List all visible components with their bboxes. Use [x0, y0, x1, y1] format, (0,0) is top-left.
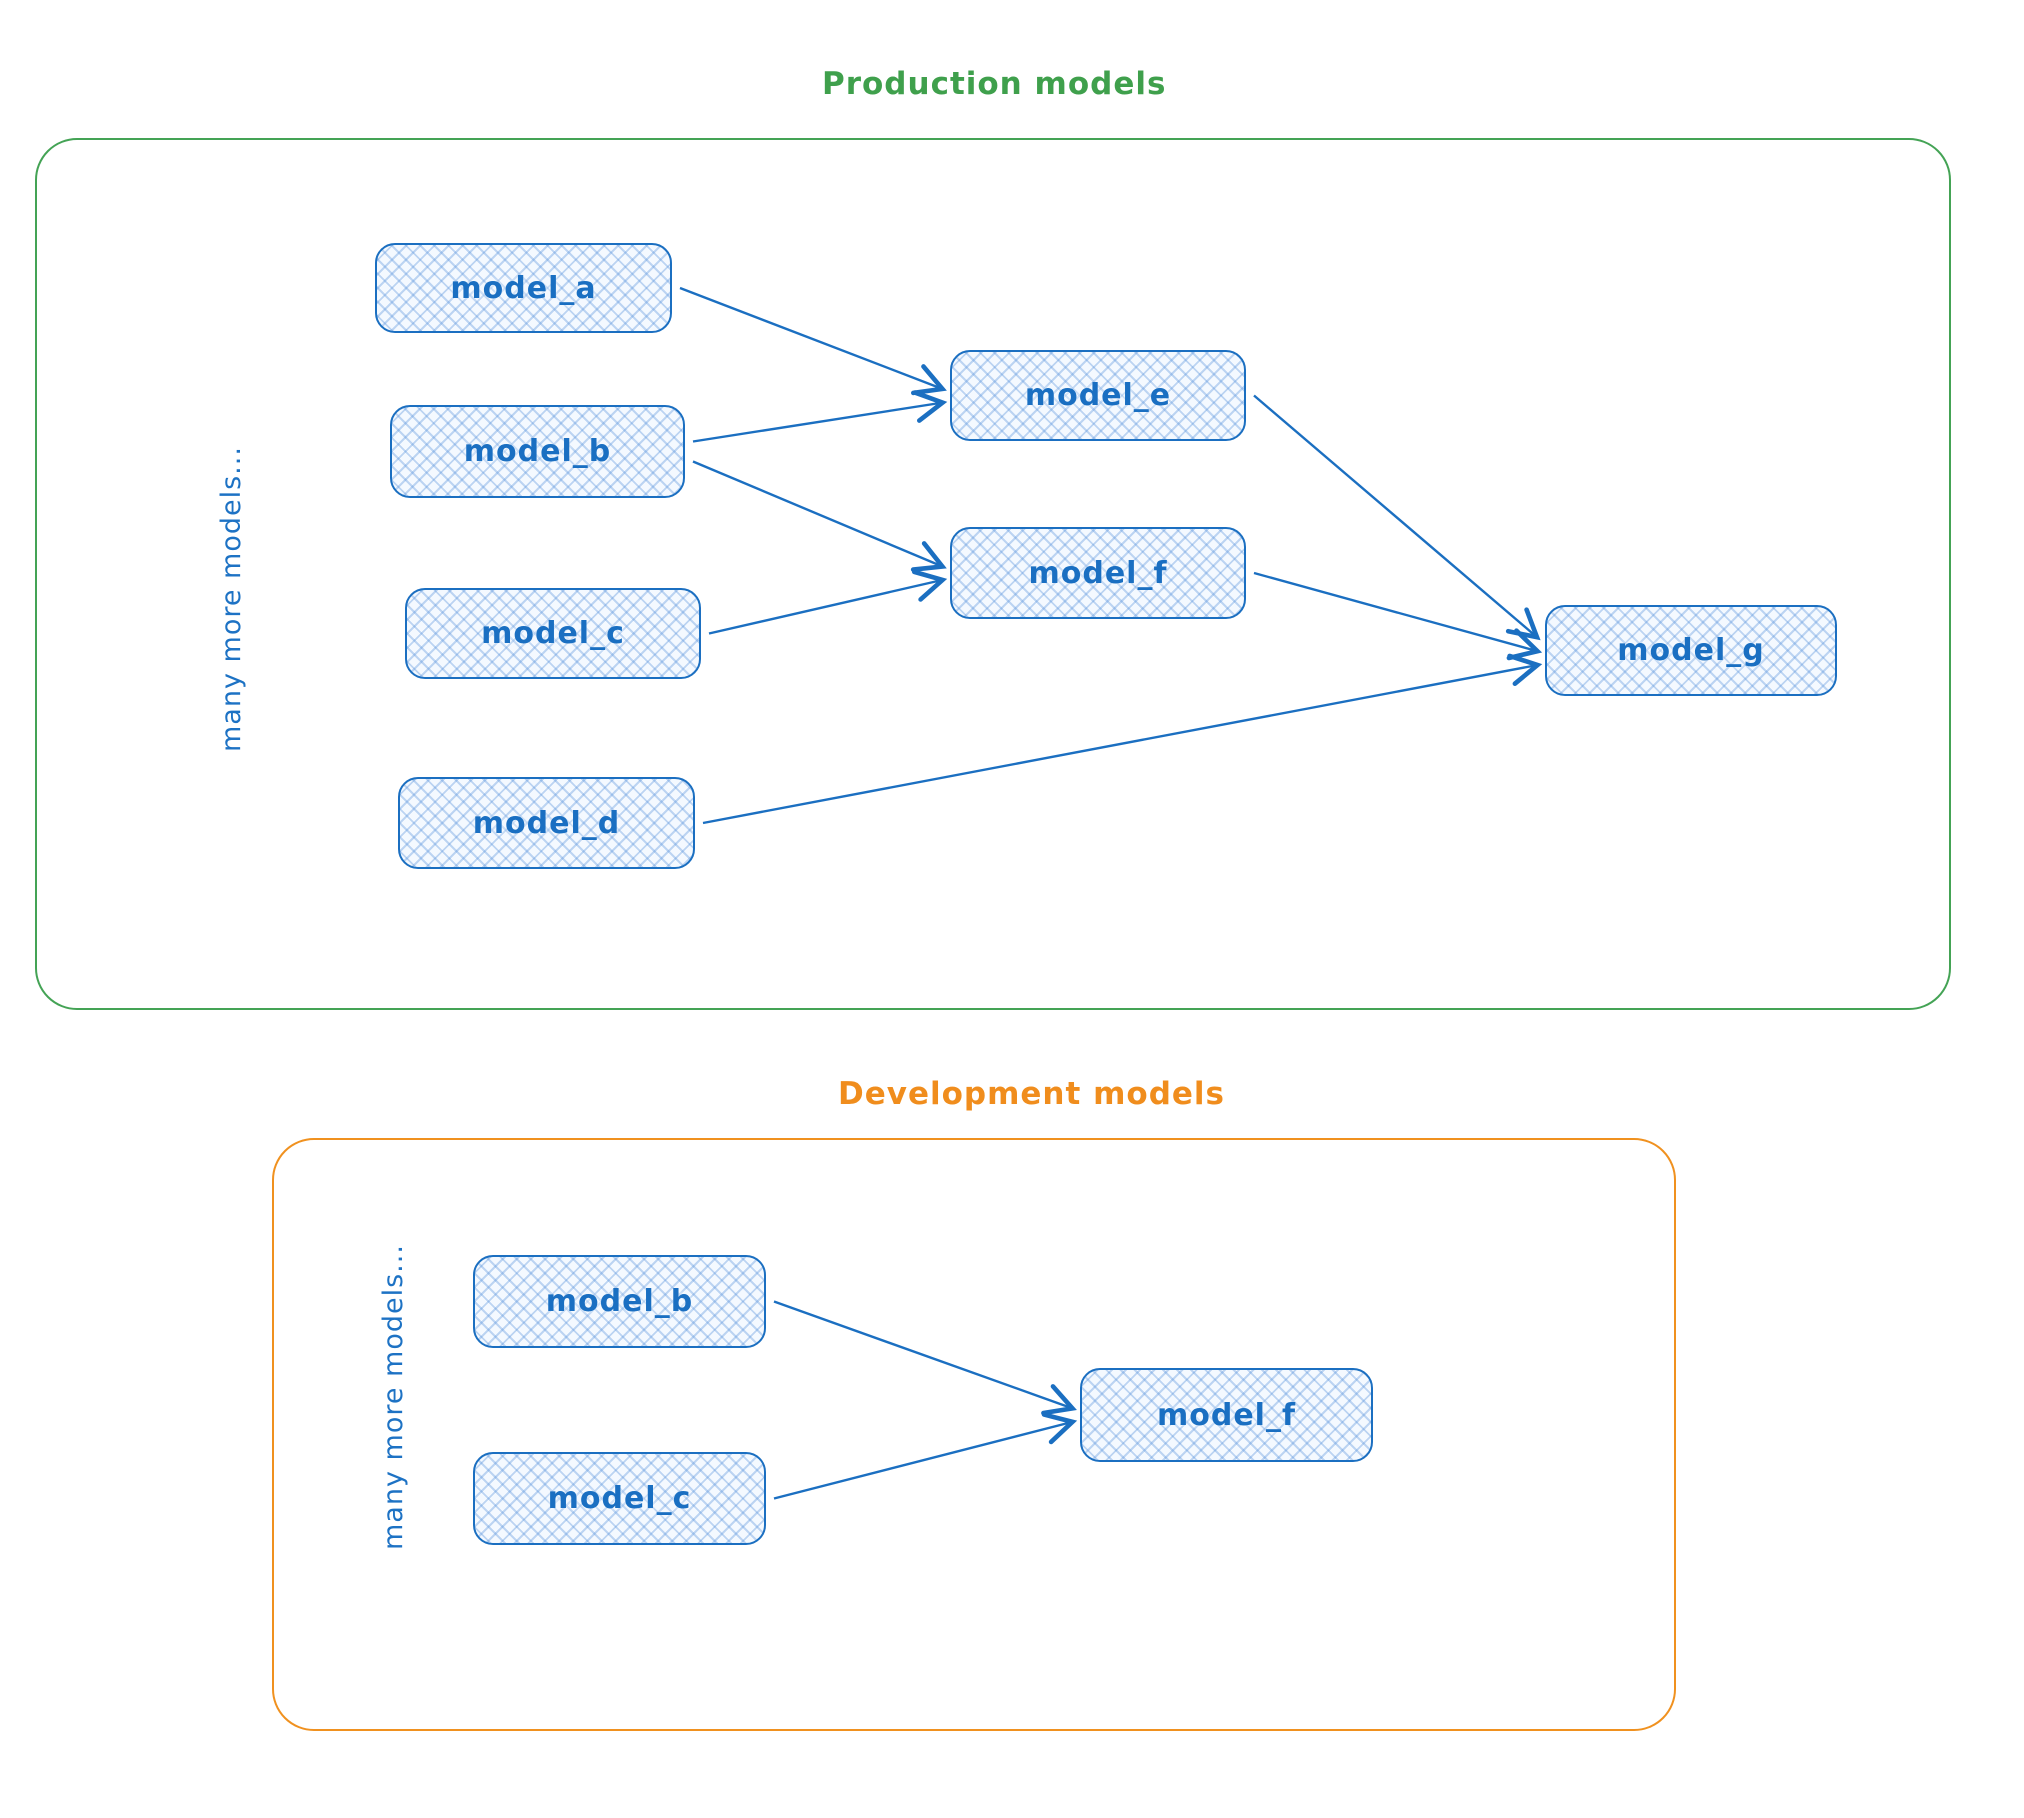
production-title: Production models [822, 66, 1167, 102]
node-label: model_f [1028, 555, 1168, 591]
development-title: Development models [838, 1076, 1226, 1112]
node-label: model_b [463, 434, 612, 469]
production-node-model-g: model_g [1545, 605, 1837, 696]
production-side-note: many more models... [216, 446, 247, 752]
node-label: model_a [450, 270, 597, 306]
production-node-model-d: model_d [398, 777, 695, 869]
production-frame [35, 138, 1951, 1010]
production-node-model-b: model_b [390, 405, 685, 498]
node-label: model_c [481, 616, 625, 651]
node-label: model_e [1024, 378, 1172, 413]
development-node-model-b: model_b [473, 1255, 766, 1348]
development-side-note: many more models... [378, 1244, 409, 1550]
node-label: model_d [472, 805, 621, 841]
development-node-model-f: model_f [1080, 1368, 1373, 1462]
node-label: model_f [1156, 1397, 1297, 1433]
production-node-model-e: model_e [950, 350, 1246, 441]
development-node-model-c: model_c [473, 1452, 766, 1545]
production-node-model-c: model_c [405, 588, 701, 679]
node-label: model_g [1617, 633, 1765, 668]
development-frame [272, 1138, 1676, 1731]
node-label: model_b [545, 1284, 694, 1319]
node-label: model_c [547, 1481, 692, 1516]
production-node-model-f: model_f [950, 527, 1246, 619]
production-node-model-a: model_a [375, 243, 672, 333]
